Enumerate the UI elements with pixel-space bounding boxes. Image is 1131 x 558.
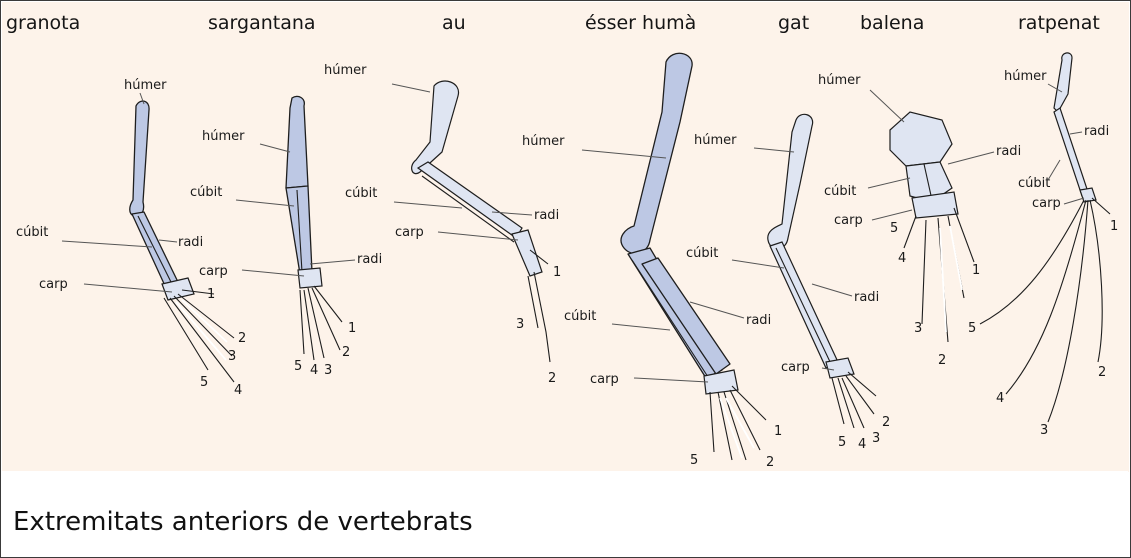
figure-caption: Extremitats anteriors de vertebrats <box>13 507 473 537</box>
granota-humer-label: húmer <box>124 78 167 93</box>
title-gat: gat <box>778 12 809 34</box>
title-esser-huma: ésser humà <box>585 12 696 34</box>
sargantana-limb <box>286 96 342 360</box>
granota-radi-label: radi <box>178 235 203 250</box>
title-balena: balena <box>860 12 924 34</box>
balena-carp-label: carp <box>834 213 863 228</box>
gat-limb <box>768 114 876 428</box>
granota-digit-4: 4 <box>234 383 242 398</box>
esser-huma-digit-1: 1 <box>774 424 782 439</box>
esser-huma-carp-label: carp <box>590 372 619 387</box>
sargantana-humer-label: húmer <box>202 129 245 144</box>
esser-huma-digit-5: 5 <box>690 453 698 468</box>
sargantana-carp-label: carp <box>199 264 228 279</box>
ratpenat-digit-5: 5 <box>968 321 976 336</box>
ratpenat-limb <box>980 53 1110 422</box>
ratpenat-cubit-label: cúbit <box>1018 176 1050 191</box>
title-sargantana: sargantana <box>208 12 316 34</box>
ratpenat-radi-label: radi <box>1084 124 1109 139</box>
balena-digit-5: 5 <box>890 221 898 236</box>
balena-digit-3: 3 <box>914 321 922 336</box>
balena-humer-label: húmer <box>818 73 861 88</box>
au-digit-2: 2 <box>548 371 556 386</box>
ratpenat-humer-label: húmer <box>1004 69 1047 84</box>
gat-digit-5: 5 <box>838 435 846 450</box>
ratpenat-digit-3: 3 <box>1040 423 1048 438</box>
granota-cubit-label: cúbit <box>16 225 48 240</box>
gat-cubit-label: cúbit <box>686 246 718 261</box>
sargantana-digit-3: 3 <box>324 363 332 378</box>
ratpenat-carp-label: carp <box>1032 196 1061 211</box>
granota-carp-label: carp <box>39 277 68 292</box>
au-humer-label: húmer <box>324 63 367 78</box>
sargantana-digit-4: 4 <box>310 363 318 378</box>
title-au: au <box>442 12 466 34</box>
title-granota: granota <box>6 12 80 34</box>
au-cubit-label: cúbit <box>345 186 377 201</box>
balena-digit-1: 1 <box>972 263 980 278</box>
sargantana-digit-1: 1 <box>348 321 356 336</box>
ratpenat-digit-1: 1 <box>1110 219 1118 234</box>
esser-huma-radi-label: radi <box>746 313 771 328</box>
granota-digit-3: 3 <box>228 349 236 364</box>
au-radi-label: radi <box>534 208 559 223</box>
esser-huma-cubit-label: cúbit <box>564 309 596 324</box>
gat-digit-2: 2 <box>882 415 890 430</box>
limbs-figure: granota sargantana au ésser humà gat bal… <box>2 2 1129 472</box>
balena-radi-label: radi <box>996 144 1021 159</box>
au-digit-3: 3 <box>516 317 524 332</box>
au-digit-1: 1 <box>553 265 561 280</box>
limbs-svg: granota sargantana au ésser humà gat bal… <box>2 2 1129 472</box>
granota-digit-5: 5 <box>200 375 208 390</box>
au-limb <box>412 81 550 362</box>
title-ratpenat: ratpenat <box>1018 12 1100 34</box>
caption-area: Extremitats anteriors de vertebrats <box>1 471 1128 557</box>
sargantana-cubit-label: cúbit <box>190 185 222 200</box>
ratpenat-digit-4: 4 <box>996 391 1004 406</box>
esser-huma-humer-label: húmer <box>522 134 565 149</box>
granota-digit-2: 2 <box>238 331 246 346</box>
gat-digit-4: 4 <box>858 437 866 452</box>
granota-digit-1: 1 <box>207 287 215 302</box>
sargantana-digit-5: 5 <box>294 359 302 374</box>
gat-humer-label: húmer <box>694 133 737 148</box>
gat-digit-3: 3 <box>872 431 880 446</box>
au-carp-label: carp <box>395 225 424 240</box>
gat-carp-label: carp <box>781 360 810 375</box>
ratpenat-digit-2: 2 <box>1098 365 1106 380</box>
sargantana-digit-2: 2 <box>342 345 350 360</box>
balena-cubit-label: cúbit <box>824 184 856 199</box>
gat-radi-label: radi <box>854 290 879 305</box>
balena-digit-2: 2 <box>938 353 946 368</box>
esser-huma-digit-2: 2 <box>766 455 774 470</box>
sargantana-radi-label: radi <box>357 252 382 267</box>
balena-digit-4: 4 <box>898 251 906 266</box>
balena-limb <box>890 112 974 342</box>
